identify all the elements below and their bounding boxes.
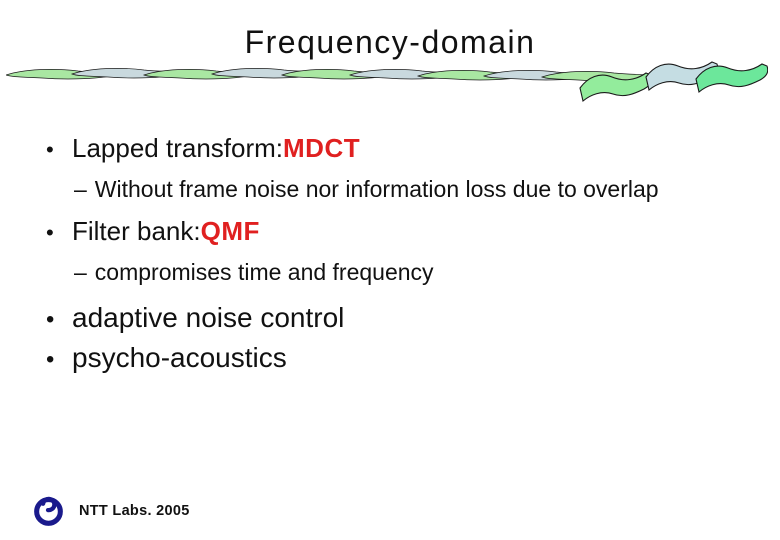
bullet-text: Filter bank: — [72, 216, 201, 246]
bullet-item-adaptive-noise-control: • adaptive noise control — [46, 302, 344, 334]
bullet-marker: • — [46, 346, 55, 373]
bullet-text: adaptive noise control — [72, 302, 345, 333]
ntt-logo-swirl — [41, 496, 57, 513]
wave-divider-graphic — [6, 61, 768, 102]
bullet-item-lapped-transform: • Lapped transform: MDCT — [46, 133, 360, 164]
ntt-logo-icon — [34, 496, 63, 526]
bullet-item-filter-bank: • Filter bank: QMF — [46, 216, 260, 247]
bullet-marker: • — [46, 220, 54, 245]
bullet-item-psycho-acoustics: • psycho-acoustics — [46, 342, 287, 374]
dash-marker: – — [74, 176, 87, 202]
highlighted-term-mdct: MDCT — [283, 133, 361, 163]
dash-marker: – — [74, 259, 87, 285]
sub-bullet-text: Without frame noise nor information loss… — [94, 176, 659, 202]
footer: NTT Labs. 2005 — [32, 494, 190, 527]
slide-title: Frequency-domain — [244, 24, 536, 60]
sub-bullet-text: compromises time and frequency — [94, 259, 434, 285]
bullet-marker: • — [46, 306, 55, 333]
bullet-marker: • — [46, 137, 54, 162]
bullet-text: Lapped transform: — [72, 133, 284, 163]
highlighted-term-qmf: QMF — [200, 216, 260, 246]
sub-bullet-overlap: – Without frame noise nor information lo… — [74, 176, 659, 203]
sub-bullet-compromises: – compromises time and frequency — [74, 259, 434, 286]
bullet-text: psycho-acoustics — [72, 342, 287, 373]
footer-credit-label: NTT Labs. 2005 — [79, 502, 190, 519]
